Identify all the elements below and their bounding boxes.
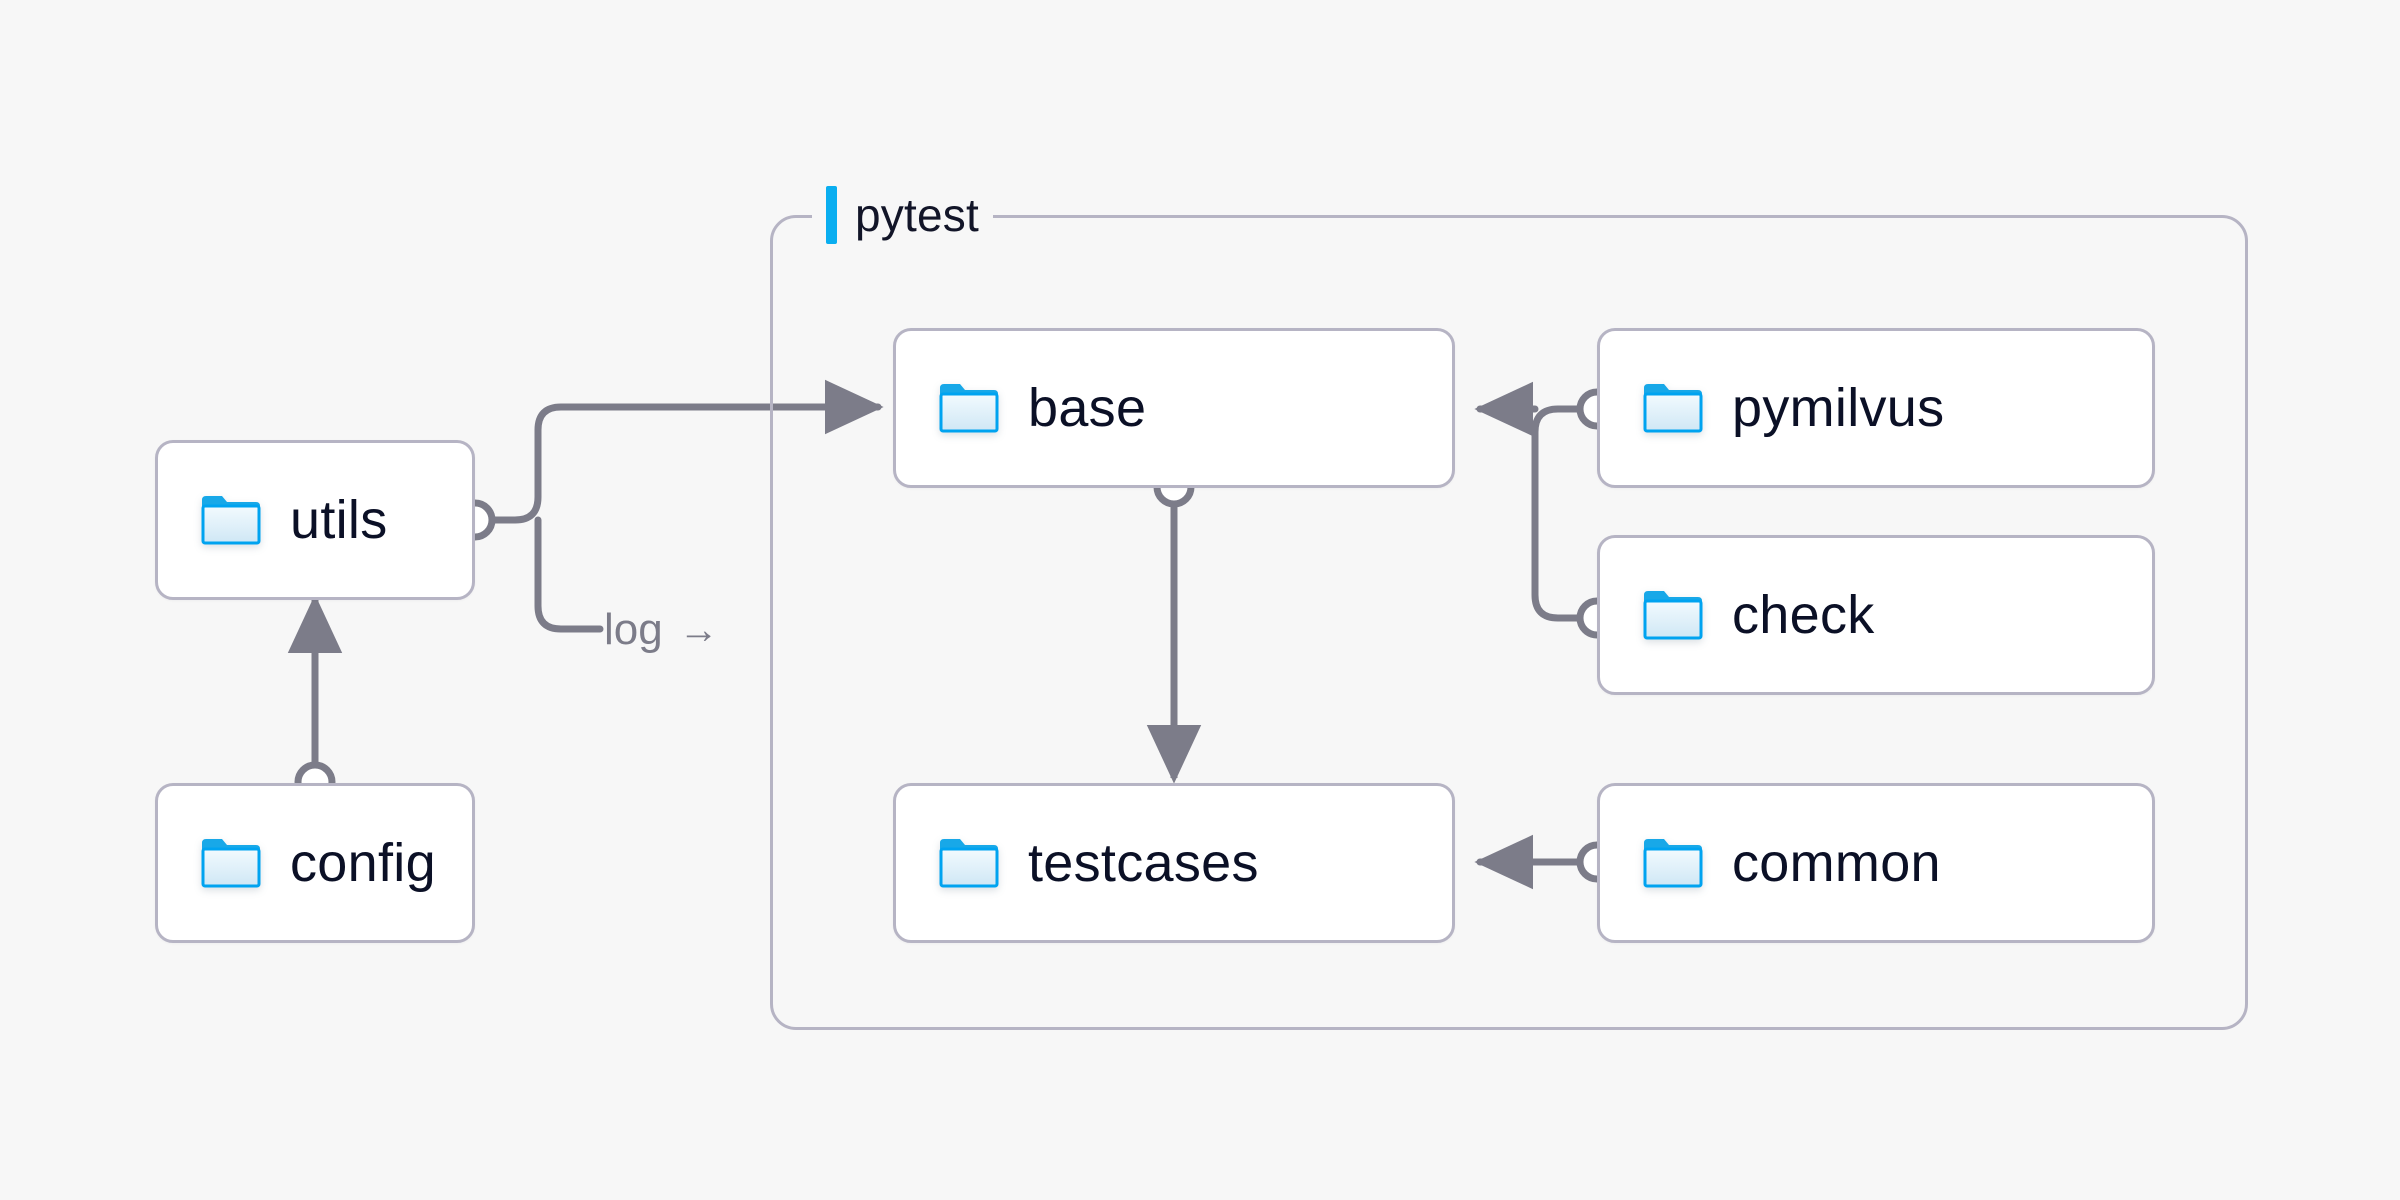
node-check[interactable]: check [1597,535,2155,695]
node-base-label: base [1028,378,1147,438]
node-common[interactable]: common [1597,783,2155,943]
node-common-label: common [1732,833,1941,893]
edge-config-to-utils [287,594,343,803]
node-config-label: config [290,833,436,893]
node-testcases[interactable]: testcases [893,783,1455,943]
folder-icon [938,837,1000,889]
node-pymilvus-label: pymilvus [1732,378,1945,438]
node-base[interactable]: base [893,328,1455,488]
group-pytest-label: pytest [855,189,979,241]
folder-icon [200,837,262,889]
node-utils[interactable]: utils [155,440,475,600]
folder-icon [1642,382,1704,434]
edge-label-log: log → [604,608,719,652]
folder-icon [200,494,262,546]
edge-label-log-text: log [604,605,663,654]
folder-icon [938,382,1000,434]
node-pymilvus[interactable]: pymilvus [1597,328,2155,488]
edge-utils-to-pytest-log [534,516,604,633]
folder-icon [1642,589,1704,641]
group-pytest [770,215,2248,1030]
node-testcases-label: testcases [1028,833,1259,893]
group-pytest-title: pytest [812,183,993,247]
folder-icon [1642,837,1704,889]
node-config[interactable]: config [155,783,475,943]
node-check-label: check [1732,585,1875,645]
arrow-right-icon: → [678,608,719,652]
group-accent-bar [826,186,837,244]
node-utils-label: utils [290,490,388,550]
